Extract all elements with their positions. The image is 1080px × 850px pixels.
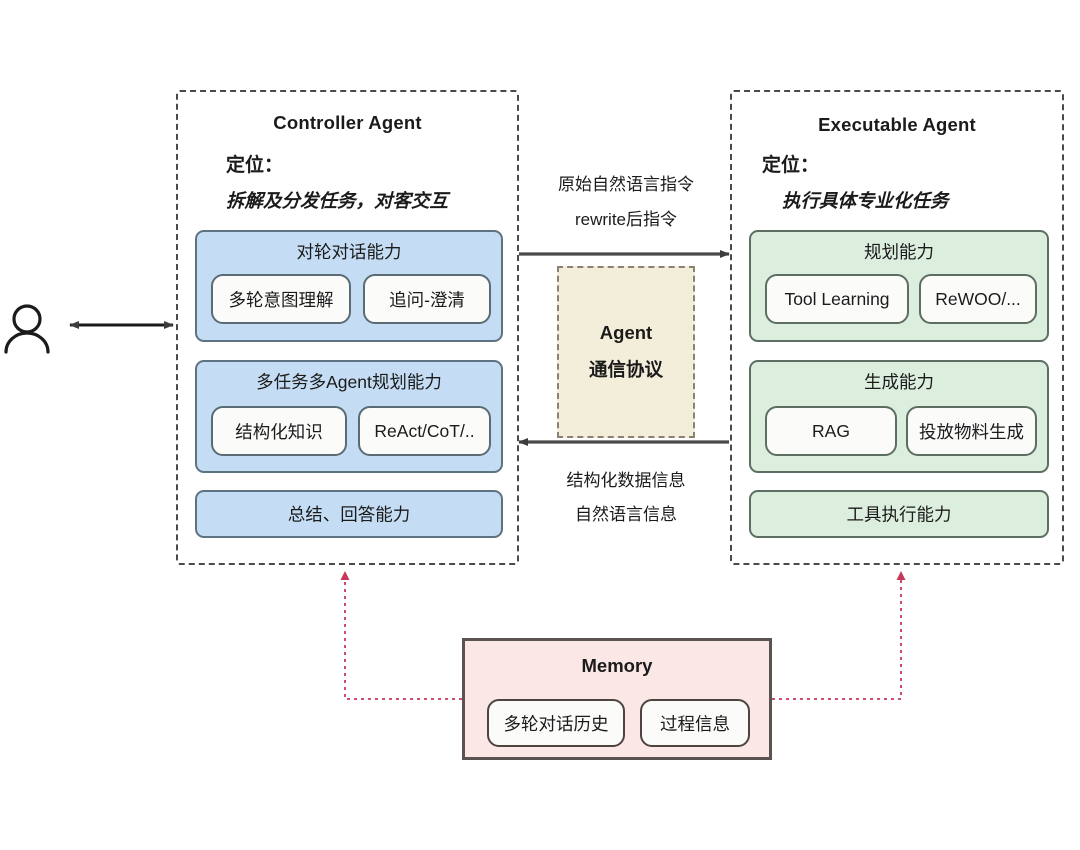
backward-flow-label-line2: 自然语言信息 — [575, 505, 677, 524]
chip-multi-turn-intent[interactable]: 多轮意图理解 — [211, 274, 351, 324]
forward-flow-label-line1: 原始自然语言指令 — [558, 175, 694, 194]
controller-group-planning[interactable]: 多任务多Agent规划能力 结构化知识 ReAct/CoT/.. — [195, 360, 503, 473]
chip-rewoo[interactable]: ReWOO/... — [919, 274, 1037, 324]
memory-title: Memory — [581, 655, 653, 676]
backward-flow-label-line1: 结构化数据信息 — [566, 471, 686, 490]
controller-role-value: 拆解及分发任务，对客交互 — [226, 190, 449, 211]
executable-group-tool-exec[interactable]: 工具执行能力 — [749, 490, 1049, 538]
controller-role-label: 定位： — [226, 155, 284, 176]
chip-tool-learning[interactable]: Tool Learning — [765, 274, 909, 324]
agent-protocol-box[interactable]: Agent 通信协议 — [557, 266, 695, 438]
memory-container[interactable]: Memory 多轮对话历史 过程信息 — [462, 638, 772, 760]
protocol-title-line1: Agent — [599, 322, 653, 343]
chip-process-info[interactable]: 过程信息 — [640, 699, 750, 747]
controller-group-planning-title: 多任务多Agent规划能力 — [256, 372, 442, 392]
executable-group-planning-title: 规划能力 — [864, 242, 934, 262]
chip-material-generation[interactable]: 投放物料生成 — [906, 406, 1037, 456]
executable-agent-title: Executable Agent — [818, 114, 976, 135]
person-icon — [4, 304, 50, 354]
controller-agent-container[interactable]: Controller Agent 定位： 拆解及分发任务，对客交互 对轮对话能力… — [176, 90, 519, 565]
memory-executable-arrow — [772, 571, 906, 700]
executable-group-generation-title: 生成能力 — [864, 372, 934, 392]
chip-followup-clarify[interactable]: 追问-澄清 — [363, 274, 491, 324]
chip-dialog-history[interactable]: 多轮对话历史 — [487, 699, 625, 747]
executable-group-planning[interactable]: 规划能力 Tool Learning ReWOO/... — [749, 230, 1049, 342]
executable-group-generation[interactable]: 生成能力 RAG 投放物料生成 — [749, 360, 1049, 473]
executable-role-value: 执行具体专业化任务 — [782, 190, 949, 211]
chip-structured-knowledge[interactable]: 结构化知识 — [211, 406, 347, 456]
controller-group-dialog-title: 对轮对话能力 — [296, 242, 402, 262]
executable-agent-container[interactable]: Executable Agent 定位： 执行具体专业化任务 规划能力 Tool… — [730, 90, 1064, 565]
controller-group-summary[interactable]: 总结、回答能力 — [195, 490, 503, 538]
executable-group-tool-exec-title: 工具执行能力 — [846, 504, 952, 525]
controller-agent-title: Controller Agent — [273, 112, 422, 133]
chip-react-cot[interactable]: ReAct/CoT/.. — [358, 406, 491, 456]
protocol-title-line2: 通信协议 — [588, 359, 663, 380]
memory-controller-arrow — [340, 571, 462, 700]
controller-group-summary-title: 总结、回答能力 — [287, 504, 411, 525]
chip-rag[interactable]: RAG — [765, 406, 897, 456]
executable-role-label: 定位： — [762, 155, 820, 176]
forward-flow-label-line2: rewrite后指令 — [574, 210, 677, 229]
controller-group-dialog[interactable]: 对轮对话能力 多轮意图理解 追问-澄清 — [195, 230, 503, 342]
